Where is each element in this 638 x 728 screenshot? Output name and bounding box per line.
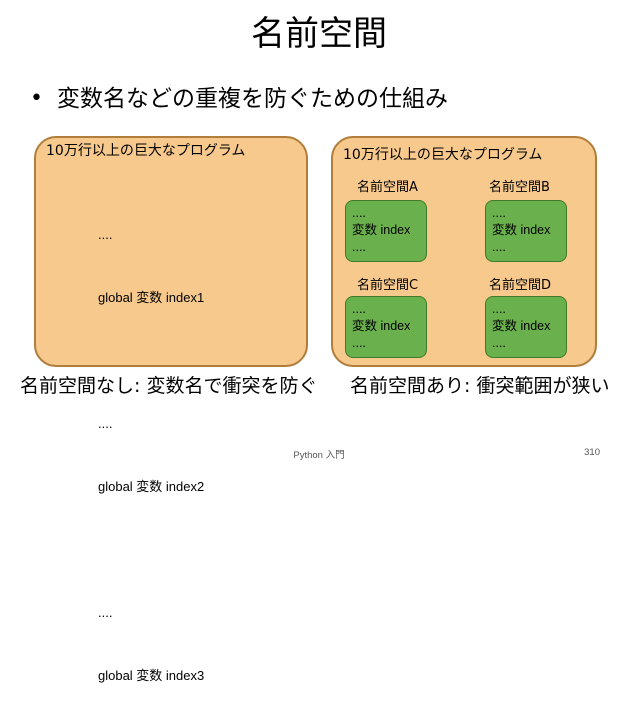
namespace-b-label: 名前空間B	[489, 180, 550, 195]
bullet-dot-icon: •	[30, 86, 43, 111]
ns-line: ....	[492, 240, 506, 254]
right-box-title: 10万行以上の巨大なプログラム	[343, 147, 543, 163]
ns-line: ....	[492, 302, 506, 316]
bullet-point: • 変数名などの重複を防ぐための仕組み	[30, 84, 448, 114]
namespace-a-label: 名前空間A	[357, 180, 418, 195]
ns-line: 変数 index	[352, 319, 411, 333]
footer-course-title: Python 入門	[293, 450, 345, 461]
ns-line: 変数 index	[492, 319, 551, 333]
ns-line: ....	[352, 302, 366, 316]
ns-line: ....	[492, 206, 506, 220]
ns-line: ....	[352, 336, 366, 350]
ns-line: ....	[352, 240, 366, 254]
ns-line: ....	[492, 336, 506, 350]
left-box-title: 10万行以上の巨大なプログラム	[46, 143, 246, 159]
code-line: ....	[98, 416, 113, 431]
namespace-d-label: 名前空間D	[489, 278, 552, 293]
namespace-b-box: .... 変数 index ....	[485, 200, 567, 262]
code-line: global 変数 index3	[98, 668, 205, 683]
caption-with-namespace: 名前空間あり: 衝突範囲が狭い	[350, 375, 610, 397]
slide-title: 名前空間	[251, 14, 387, 54]
namespace-c-label: 名前空間C	[357, 278, 419, 293]
code-line: global 変数 index1	[98, 290, 205, 305]
code-line: global 変数 index2	[98, 479, 205, 494]
namespace-d-box: .... 変数 index ....	[485, 296, 567, 358]
caption-without-namespace: 名前空間なし: 変数名で衝突を防ぐ	[20, 375, 318, 397]
ns-line: 変数 index	[492, 223, 551, 237]
ns-line: 変数 index	[352, 223, 411, 237]
code-line: ....	[98, 605, 113, 620]
program-box-with-namespace: 10万行以上の巨大なプログラム 名前空間A .... 変数 index ....…	[331, 136, 597, 367]
namespace-a-box: .... 変数 index ....	[345, 200, 427, 262]
bullet-text: 変数名などの重複を防ぐための仕組み	[56, 86, 448, 112]
page-number: 310	[584, 447, 600, 458]
namespace-c-box: .... 変数 index ....	[345, 296, 427, 358]
ns-line: ....	[352, 206, 366, 220]
program-box-without-namespace: 10万行以上の巨大なプログラム .... global 変数 index1 ..…	[34, 136, 308, 683]
code-line: ....	[98, 227, 113, 242]
code-line	[98, 350, 204, 371]
code-line	[98, 539, 204, 560]
